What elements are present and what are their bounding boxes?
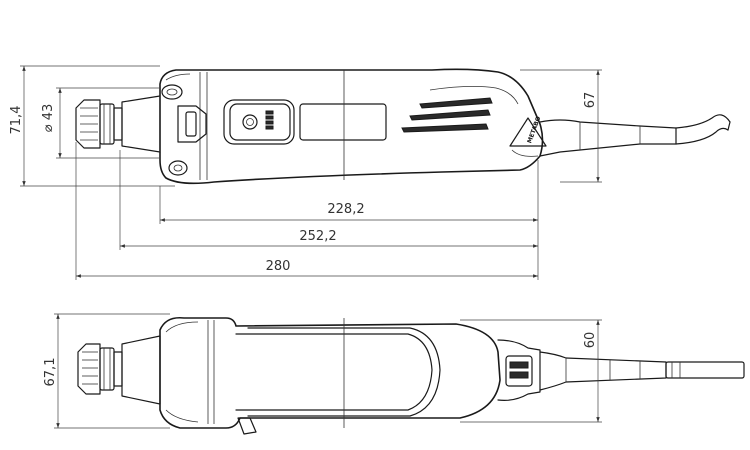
top-view [77, 316, 745, 435]
dimensions-top: 67,1 60 [43, 313, 602, 429]
dim-top-height: 71,4 [9, 106, 24, 135]
dimensions-side: 71,4 ⌀ 43 67 228,2 252,2 280 [9, 65, 602, 280]
dim-bottom-height: 67,1 [43, 358, 58, 387]
dim-length-body: 228,2 [327, 202, 364, 217]
dim-body-height: 67 [583, 92, 598, 109]
dim-length-with-collet: 252,2 [299, 229, 336, 244]
collet-nut-side [75, 99, 123, 149]
side-view: METABO [75, 68, 731, 185]
dim-collet-diameter: ⌀ 43 [41, 104, 56, 133]
dim-bottom-width: 60 [583, 332, 598, 349]
dim-length-total: 280 [266, 259, 291, 274]
